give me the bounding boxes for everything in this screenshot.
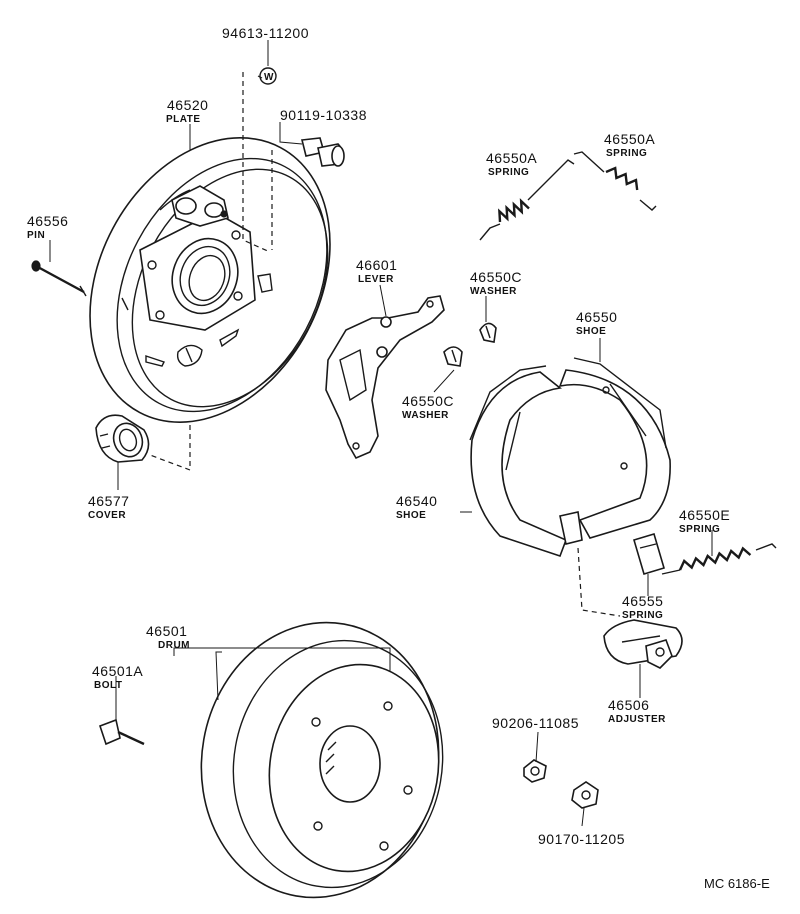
bleeder-bolt — [301, 137, 345, 167]
label-46550c-1-number: 46550C — [470, 269, 522, 285]
nut-90206 — [523, 759, 547, 783]
label-46550a-2-number: 46550A — [604, 131, 655, 147]
label-46501-name: DRUM — [158, 640, 190, 651]
brake-drum — [200, 621, 444, 899]
label-46550e-name: SPRING — [679, 524, 720, 535]
drawing-code: MC 6186-E — [704, 876, 770, 891]
label-46577-name: COVER — [88, 510, 126, 521]
label-90170-number: 90170-11205 — [538, 831, 625, 847]
nut-90170 — [571, 781, 599, 809]
return-spring-a1 — [479, 159, 575, 241]
return-spring-a2 — [573, 151, 657, 211]
label-94613-number: 94613-11200 — [222, 25, 309, 41]
label-46540-name: SHOE — [396, 510, 426, 521]
label-46501-number: 46501 — [146, 623, 187, 639]
label-46550a-1-number: 46550A — [486, 150, 537, 166]
label-46506-name: ADJUSTER — [608, 714, 666, 725]
label-46501a-number: 46501A — [92, 663, 143, 679]
label-46550-number: 46550 — [576, 309, 617, 325]
label-46556-number: 46556 — [27, 213, 68, 229]
adjuster-spring — [661, 543, 777, 575]
clip-spring — [633, 533, 665, 575]
hub-bolt — [98, 718, 145, 746]
cover-plug — [95, 414, 150, 463]
label-46540-number: 46540 — [396, 493, 437, 509]
w-marker-symbol: W — [264, 72, 274, 83]
label-46506-number: 46506 — [608, 697, 649, 713]
backing-plate — [89, 137, 331, 423]
label-46555-name: SPRING — [622, 610, 663, 621]
label-46601-number: 46601 — [356, 257, 397, 273]
label-46550c-1-name: WASHER — [470, 286, 517, 297]
label-46550c-2-number: 46550C — [402, 393, 454, 409]
label-46520-name: PLATE — [166, 114, 201, 125]
parking-lever — [325, 295, 445, 460]
label-46577-number: 46577 — [88, 493, 129, 509]
label-46556-name: PIN — [27, 230, 45, 241]
label-46550-name: SHOE — [576, 326, 606, 337]
label-46501a-name: BOLT — [94, 680, 122, 691]
washer-c1 — [479, 322, 497, 343]
adjuster-assembly — [603, 619, 683, 669]
label-46520-number: 46520 — [167, 97, 208, 113]
label-46601-name: LEVER — [358, 274, 394, 285]
label-46550a-1-name: SPRING — [488, 167, 529, 178]
leader-lines — [49, 40, 713, 827]
washer-c2 — [443, 346, 463, 367]
label-46555-number: 46555 — [622, 593, 663, 609]
label-46550c-2-name: WASHER — [402, 410, 449, 421]
label-90206-number: 90206-11085 — [492, 715, 579, 731]
label-46550a-2-name: SPRING — [606, 148, 647, 159]
label-90119-number: 90119-10338 — [280, 107, 367, 123]
hold-down-pin — [31, 260, 87, 297]
brake-shoe-front — [469, 365, 583, 558]
label-46550e-number: 46550E — [679, 507, 730, 523]
brake-shoe-rear — [558, 357, 671, 539]
